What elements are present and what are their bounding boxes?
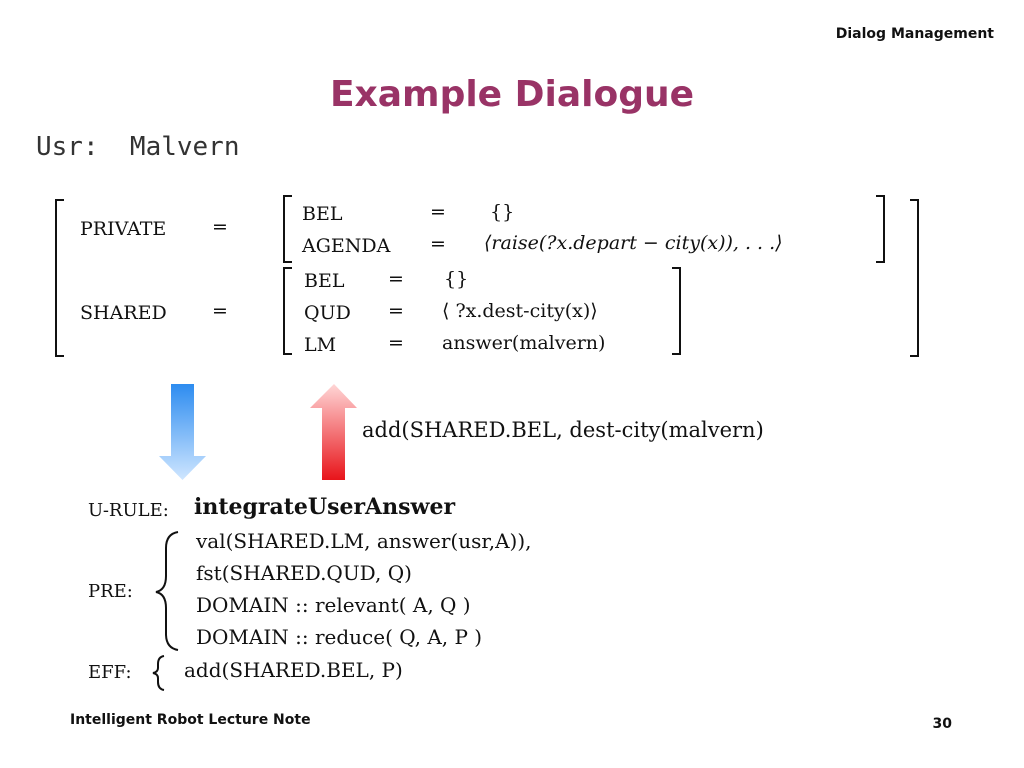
private-bel-value: {} — [490, 201, 515, 223]
qud-value: ⟨ ?x.dest-city(x)⟩ — [442, 300, 598, 322]
agenda-label: AGENDA — [302, 235, 391, 257]
lm-eq: = — [388, 332, 404, 354]
header-label: Dialog Management — [835, 26, 994, 42]
up-arrow-icon — [310, 384, 357, 480]
pre-condition-2: fst(SHARED.QUD, Q) — [196, 561, 412, 585]
shared-bel-label: BEL — [304, 270, 345, 292]
private-bel-label: BEL — [302, 203, 343, 225]
effect: add(SHARED.BEL, P) — [184, 658, 403, 682]
shared-bel-eq: = — [388, 268, 404, 290]
down-arrow-icon — [159, 384, 206, 480]
agenda-value: ⟨raise(?x.depart − city(x)), . . .⟩ — [484, 232, 783, 254]
pre-condition-4: DOMAIN :: reduce( Q, A, P ) — [196, 625, 483, 649]
u-rule-label: U-RULE: — [88, 500, 169, 521]
qud-eq: = — [388, 300, 404, 322]
footer-label: Intelligent Robot Lecture Note — [70, 712, 311, 728]
private-label: PRIVATE — [80, 218, 167, 240]
private-eq: = — [212, 216, 228, 238]
pre-condition-3: DOMAIN :: relevant( A, Q ) — [196, 593, 471, 617]
pre-label: PRE: — [88, 581, 133, 602]
agenda-eq: = — [430, 233, 446, 255]
eff-label: EFF: — [88, 662, 132, 683]
page-number: 30 — [932, 716, 952, 732]
shared-label: SHARED — [80, 302, 167, 324]
lm-value: answer(malvern) — [442, 332, 606, 354]
lm-label: LM — [304, 334, 337, 356]
qud-label: QUD — [304, 302, 351, 324]
pre-condition-1: val(SHARED.LM, answer(usr,A)), — [196, 529, 532, 553]
slide-title: Example Dialogue — [329, 74, 695, 115]
rule-name: integrateUserAnswer — [194, 494, 456, 520]
private-bel-eq: = — [430, 201, 446, 223]
shared-eq: = — [212, 300, 228, 322]
update-annotation: add(SHARED.BEL, dest-city(malvern) — [362, 418, 764, 442]
user-utterance: Usr: Malvern — [36, 132, 240, 162]
shared-bel-value: {} — [444, 268, 469, 290]
